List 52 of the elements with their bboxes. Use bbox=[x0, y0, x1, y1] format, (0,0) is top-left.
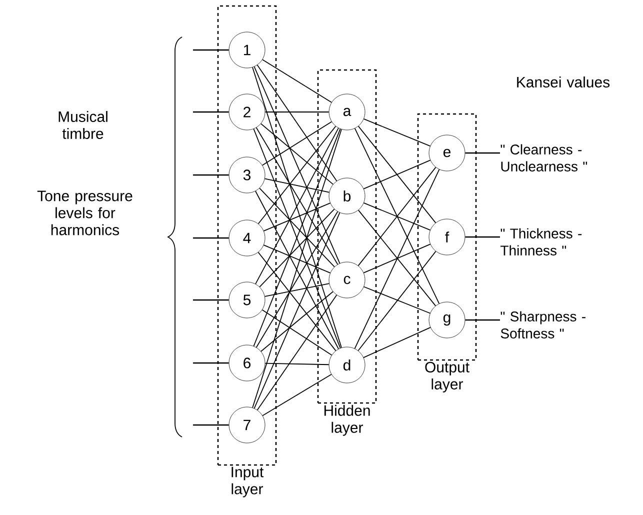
connection-line bbox=[354, 128, 440, 304]
connection-line bbox=[262, 309, 332, 356]
input-line bbox=[193, 49, 229, 51]
connection-line bbox=[262, 59, 332, 103]
connection-line bbox=[363, 118, 431, 147]
output-label: " Clearness - Unclearness " bbox=[500, 144, 588, 172]
connection-line bbox=[258, 252, 336, 352]
connection-line bbox=[258, 126, 336, 224]
connection-line bbox=[262, 374, 332, 416]
connection-line bbox=[263, 202, 331, 232]
connection-line bbox=[252, 128, 342, 408]
connection-line bbox=[358, 166, 436, 266]
output-label: " Sharpness - Softness " bbox=[500, 311, 586, 338]
connection-line bbox=[263, 244, 331, 274]
node-label: Hidden layer bbox=[324, 404, 370, 436]
connection-line bbox=[256, 64, 338, 182]
connection-line bbox=[254, 66, 340, 264]
connection-line bbox=[358, 250, 436, 352]
text-label: Kansei values bbox=[517, 76, 610, 88]
connection-line bbox=[260, 291, 334, 352]
connection-line bbox=[259, 188, 335, 268]
connection-line bbox=[363, 244, 431, 274]
connection-line bbox=[358, 210, 436, 306]
connection-line bbox=[256, 294, 338, 410]
output-line bbox=[465, 152, 500, 154]
connection-line bbox=[262, 121, 332, 166]
node-label: Input layer bbox=[232, 466, 264, 498]
connection-line bbox=[260, 123, 334, 185]
connection-line bbox=[363, 286, 431, 314]
connection-line bbox=[363, 202, 431, 231]
input-line bbox=[193, 174, 229, 176]
connection-line bbox=[264, 362, 330, 366]
input-line bbox=[193, 299, 229, 301]
connection-line bbox=[363, 327, 431, 358]
input-line bbox=[193, 111, 229, 113]
node-label: Output layer bbox=[425, 362, 470, 392]
connection-line bbox=[264, 283, 330, 297]
connection-line bbox=[254, 212, 340, 409]
input-line bbox=[193, 362, 229, 364]
text-label: Tone pressure levels for harmonics bbox=[37, 190, 132, 236]
text-label: Musical timbre bbox=[58, 111, 108, 139]
output-label: " Thickness - Thinness " bbox=[500, 228, 582, 256]
output-line bbox=[465, 319, 500, 321]
input-line bbox=[193, 237, 229, 239]
connection-line bbox=[358, 126, 436, 224]
connection-line bbox=[252, 66, 342, 348]
connection-line bbox=[354, 169, 440, 349]
connection-line bbox=[264, 178, 330, 193]
output-line bbox=[465, 236, 500, 238]
connection-line bbox=[363, 160, 431, 190]
connection-line bbox=[259, 208, 335, 288]
input-line bbox=[193, 424, 229, 426]
